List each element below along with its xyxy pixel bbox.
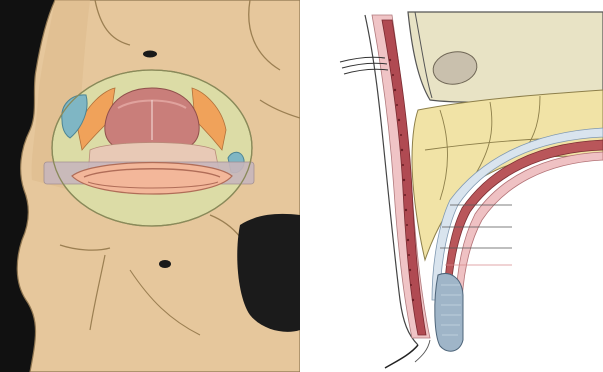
infraorbital-foramen — [159, 260, 171, 268]
orbital-roof-bone — [408, 12, 603, 102]
supraorbital-foramen — [143, 51, 157, 58]
orbit-face-svg — [0, 0, 300, 372]
orbit-face-illustration — [0, 0, 300, 372]
eyelid-cross-section — [300, 0, 603, 372]
cross-section-svg — [300, 0, 603, 372]
